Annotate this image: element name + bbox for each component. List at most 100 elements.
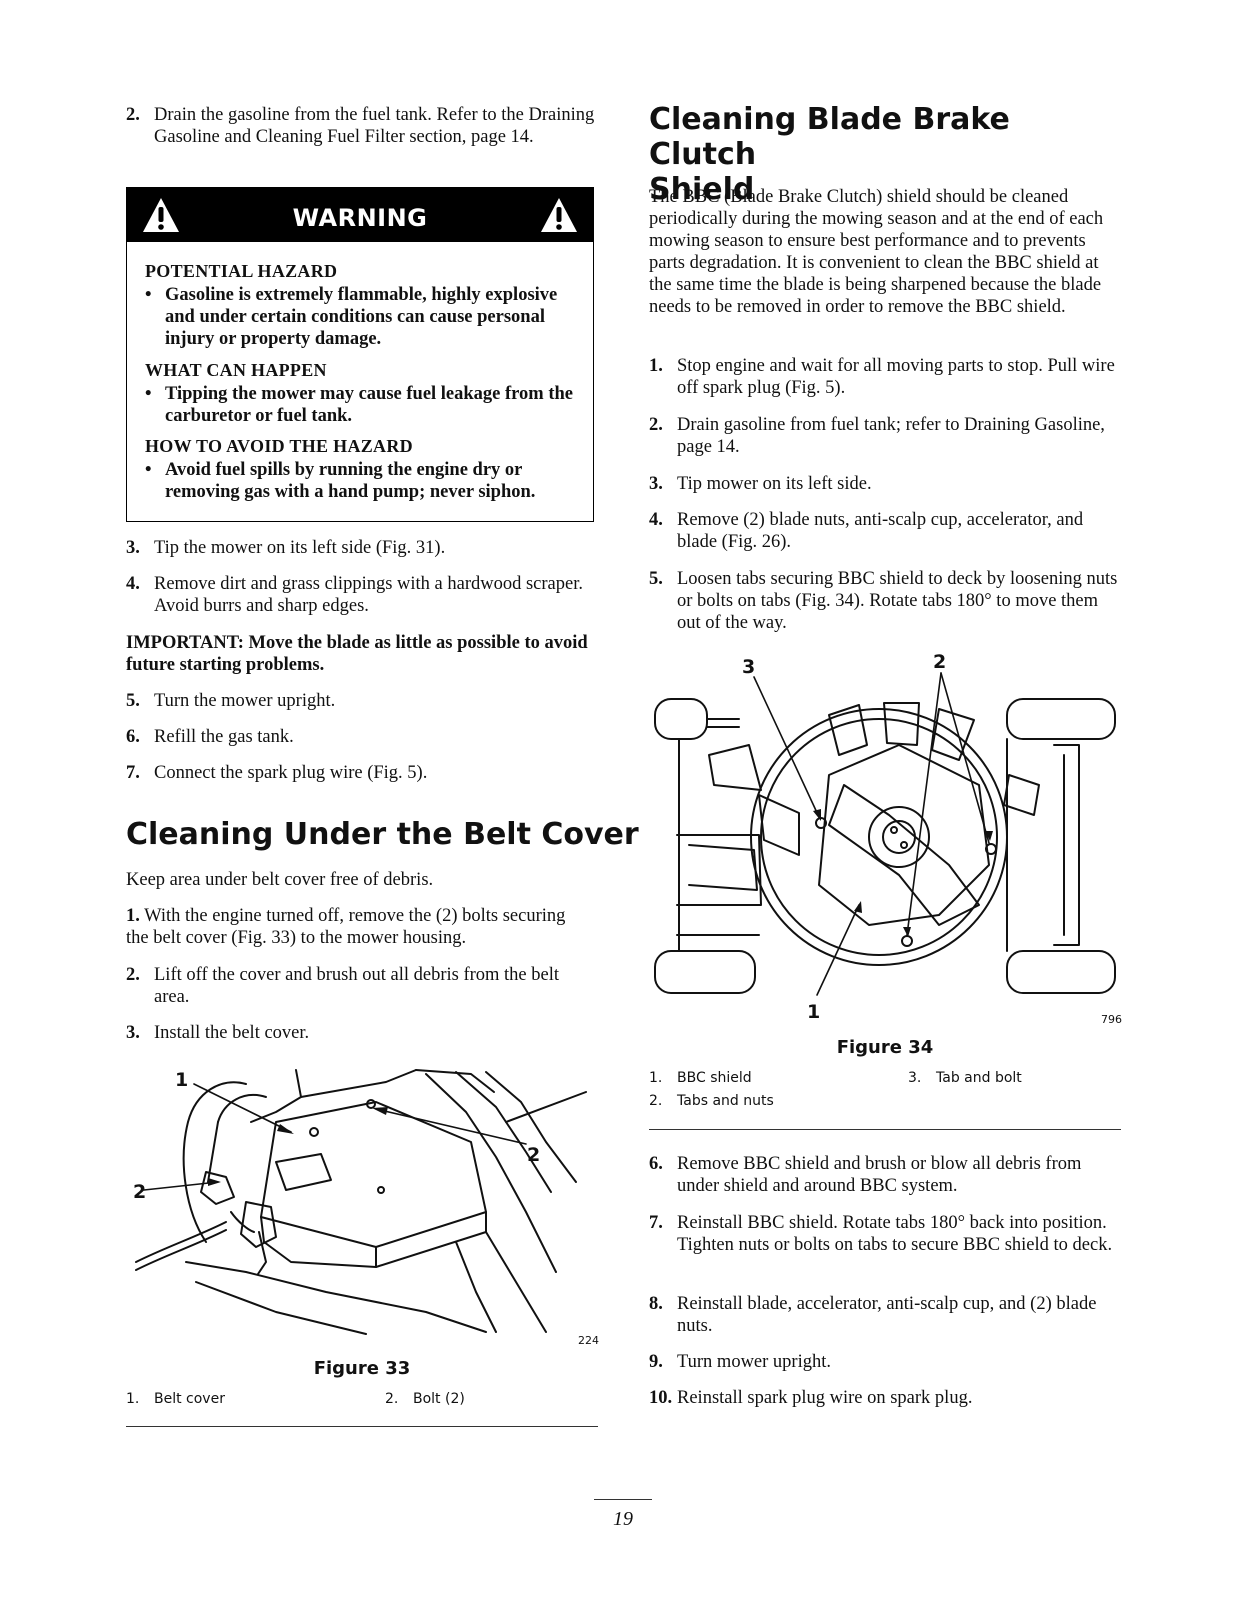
legend-number: 2. bbox=[649, 1093, 663, 1109]
step-text: Tip the mower on its left side (Fig. 31)… bbox=[154, 538, 446, 558]
step-number: 4. bbox=[649, 510, 663, 530]
avoid-hazard-text: Avoid fuel spills by running the engine … bbox=[165, 460, 536, 502]
belt-step-remove-bolts: 1. With the engine turned off, remove th… bbox=[126, 905, 591, 949]
step-number: 7. bbox=[126, 763, 140, 783]
legend-item: 1. BBC shield bbox=[649, 1070, 752, 1086]
figure-34-bbc-shield-illustration bbox=[654, 672, 1116, 996]
legend-item: 3.Tab and bolt bbox=[908, 1070, 1022, 1086]
step-text: Remove (2) blade nuts, anti-scalp cup, a… bbox=[677, 510, 1084, 552]
step-text: With the engine turned off, remove the (… bbox=[126, 906, 566, 948]
step-upright: 5. Turn the mower upright. bbox=[126, 690, 598, 712]
step-text: Turn mower upright. bbox=[677, 1352, 831, 1372]
callout-1: 1 bbox=[175, 1069, 189, 1091]
avoid-hazard-heading: HOW TO AVOID THE HAZARD bbox=[145, 436, 413, 456]
step-refill: 6. Refill the gas tank. bbox=[126, 726, 598, 748]
legend-number: 1. bbox=[126, 1391, 140, 1407]
callout-2: 2 bbox=[933, 651, 947, 673]
hazard-text: Gasoline is extremely flammable, highly … bbox=[165, 285, 558, 349]
step-number: 4. bbox=[126, 574, 140, 594]
step-number: 3. bbox=[126, 538, 140, 558]
page-number-rule bbox=[594, 1499, 652, 1500]
callout-2: 2 bbox=[527, 1144, 541, 1166]
step-number: 5. bbox=[649, 569, 663, 589]
legend-label: Belt cover bbox=[154, 1391, 225, 1407]
bbc-step-tip: 3. Tip mower on its left side. bbox=[649, 473, 1121, 495]
figure-reference-number: 224 bbox=[578, 1334, 599, 1347]
step-number: 1. bbox=[126, 906, 140, 926]
bullet: • bbox=[145, 460, 152, 480]
figure-34-caption: Figure 34 bbox=[836, 1037, 934, 1058]
warning-header: WARNING bbox=[127, 188, 593, 242]
bbc-step-remove-blade: 4. Remove (2) blade nuts, anti-scalp cup… bbox=[649, 509, 1121, 552]
important-note: IMPORTANT: Move the blade as little as p… bbox=[126, 633, 588, 675]
step-number: 6. bbox=[126, 727, 140, 747]
page-number: 19 bbox=[613, 1508, 633, 1530]
bullet: • bbox=[145, 384, 152, 404]
step-text: Turn the mower upright. bbox=[154, 691, 336, 711]
legend-number: 1. bbox=[649, 1070, 663, 1086]
step-text: Tip mower on its left side. bbox=[677, 474, 872, 494]
figure-divider bbox=[649, 1129, 1121, 1130]
step-number: 5. bbox=[126, 691, 140, 711]
belt-step-install: 3. Install the belt cover. bbox=[126, 1022, 598, 1044]
step-text: Drain the gasoline from the fuel tank. R… bbox=[154, 105, 595, 147]
bbc-step-drain: 2. Drain gasoline from fuel tank; refer … bbox=[649, 414, 1121, 457]
callout-1: 1 bbox=[807, 1001, 821, 1023]
belt-cover-intro: Keep area under belt cover free of debri… bbox=[126, 870, 434, 890]
bbc-step-reinstall-shield: 7. Reinstall BBC shield. Rotate tabs 180… bbox=[649, 1212, 1121, 1255]
bbc-step-reinstall-wire: 10. Reinstall spark plug wire on spark p… bbox=[649, 1387, 1121, 1409]
step-number: 6. bbox=[649, 1154, 663, 1174]
step-text: Reinstall BBC shield. Rotate tabs 180° b… bbox=[677, 1213, 1113, 1255]
legend-label: Tabs and nuts bbox=[677, 1093, 774, 1109]
step-text: Loosen tabs securing BBC shield to deck … bbox=[677, 569, 1118, 633]
figure-33-belt-cover-illustration bbox=[135, 1069, 587, 1335]
step-remove-dirt: 4. Remove dirt and grass clippings with … bbox=[126, 573, 598, 616]
legend-label: Bolt (2) bbox=[413, 1391, 465, 1407]
warning-triangle-icon bbox=[143, 198, 179, 232]
step-number: 3. bbox=[649, 474, 663, 494]
bullet: • bbox=[145, 285, 152, 305]
legend-label: BBC shield bbox=[677, 1070, 752, 1086]
step-text: Reinstall spark plug wire on spark plug. bbox=[677, 1388, 973, 1408]
bbc-step-stop-engine: 1. Stop engine and wait for all moving p… bbox=[649, 355, 1121, 398]
step-text: Remove dirt and grass clippings with a h… bbox=[154, 574, 583, 616]
heading-line: Shield bbox=[649, 172, 755, 207]
section-heading-bbc-shield: Cleaning Blade Brake Clutch Shield bbox=[649, 102, 1121, 207]
bbc-step-upright: 9. Turn mower upright. bbox=[649, 1351, 1121, 1373]
belt-step-brush-debris: 2. Lift off the cover and brush out all … bbox=[126, 964, 598, 1007]
legend-number: 2. bbox=[385, 1391, 399, 1407]
step-tip-mower: 3. Tip the mower on its left side (Fig. … bbox=[126, 537, 598, 559]
step-text: Refill the gas tank. bbox=[154, 727, 294, 747]
heading-line: Cleaning Blade Brake Clutch bbox=[649, 102, 1010, 172]
step-text: Connect the spark plug wire (Fig. 5). bbox=[154, 763, 428, 783]
step-number: 10. bbox=[649, 1388, 673, 1408]
step-number: 8. bbox=[649, 1294, 663, 1314]
callout-2: 2 bbox=[133, 1181, 147, 1203]
step-number: 2. bbox=[126, 105, 140, 125]
what-can-happen-text: Tipping the mower may cause fuel leakage… bbox=[165, 384, 574, 426]
step-text: Reinstall blade, accelerator, anti-scalp… bbox=[677, 1294, 1097, 1336]
warning-title: WARNING bbox=[292, 204, 428, 232]
bbc-intro: The BBC (Blade Brake Clutch) shield shou… bbox=[649, 187, 1104, 317]
step-number: 2. bbox=[649, 415, 663, 435]
step-text: Remove BBC shield and brush or blow all … bbox=[677, 1154, 1082, 1196]
step-connect-wire: 7. Connect the spark plug wire (Fig. 5). bbox=[126, 762, 598, 784]
step-text: Stop engine and wait for all moving part… bbox=[677, 356, 1115, 398]
step-text: Install the belt cover. bbox=[154, 1023, 310, 1043]
step-drain-gasoline: 2. Drain the gasoline from the fuel tank… bbox=[126, 104, 598, 147]
warning-box: WARNING POTENTIAL HAZARD • Gasoline is e… bbox=[126, 187, 594, 522]
step-number: 1. bbox=[649, 356, 663, 376]
callout-3: 3 bbox=[742, 656, 756, 678]
hazard-heading: POTENTIAL HAZARD bbox=[145, 261, 338, 281]
step-number: 9. bbox=[649, 1352, 663, 1372]
legend-label: Tab and bolt bbox=[936, 1070, 1022, 1086]
legend-item: 2. Bolt (2) bbox=[385, 1391, 465, 1407]
step-number: 2. bbox=[126, 965, 140, 985]
legend-item: 2. Tabs and nuts bbox=[649, 1093, 774, 1109]
bbc-step-reinstall-blade: 8. Reinstall blade, accelerator, anti-sc… bbox=[649, 1293, 1121, 1336]
what-can-happen-heading: WHAT CAN HAPPEN bbox=[145, 360, 327, 380]
section-heading-belt-cover: Cleaning Under the Belt Cover bbox=[126, 817, 639, 852]
warning-triangle-icon bbox=[541, 198, 577, 232]
figure-reference-number: 796 bbox=[1101, 1013, 1122, 1026]
step-number: 7. bbox=[649, 1213, 663, 1233]
